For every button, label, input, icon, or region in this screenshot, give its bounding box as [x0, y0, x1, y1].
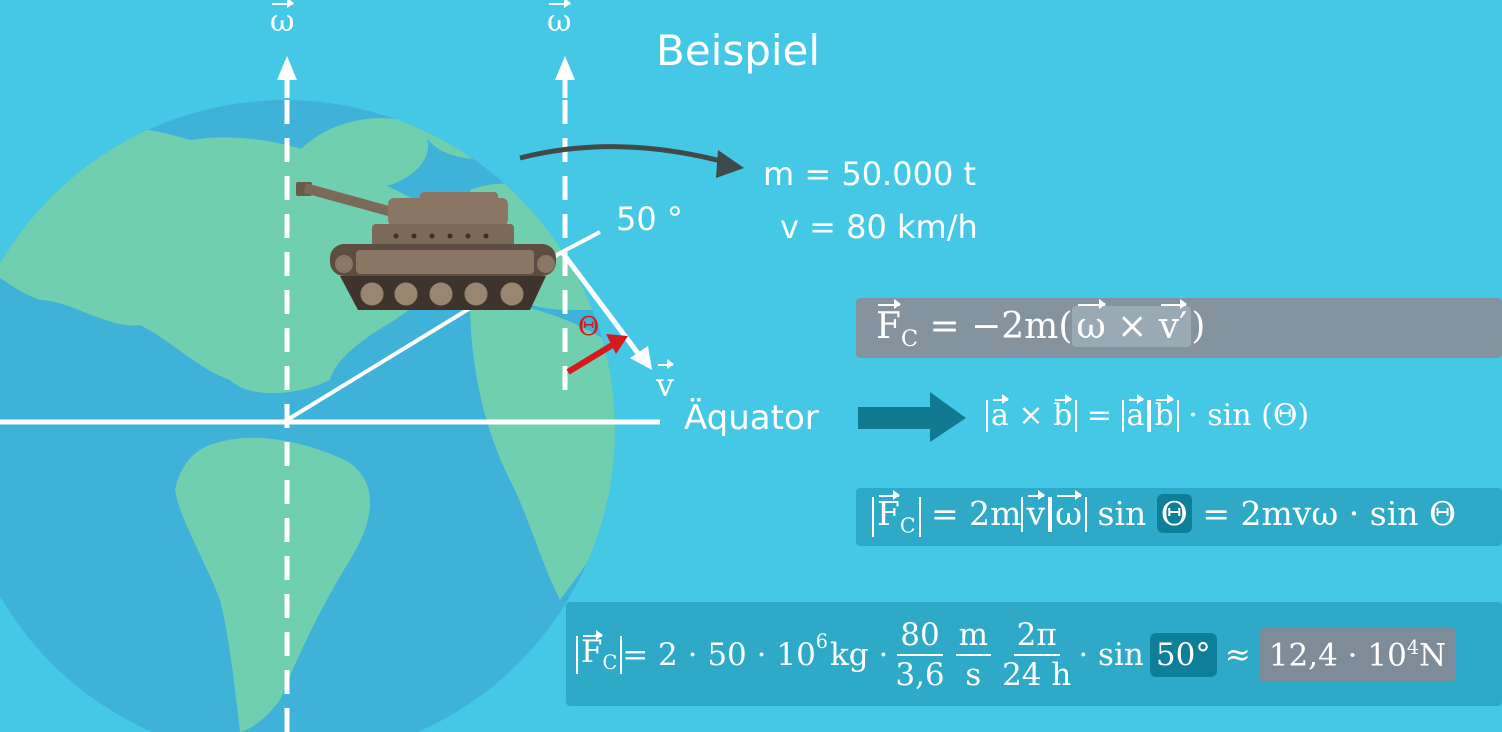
formula1-equals: = −2m(: [918, 306, 1073, 347]
formula1-vprime: v′: [1158, 304, 1188, 347]
formula4-result: 12,4 · 104N: [1258, 628, 1457, 682]
formula4-equals: = 2 · 50 · 10: [622, 637, 816, 673]
formula4-frac3-den: 24 h: [1002, 657, 1072, 693]
curved-arrow-icon: [519, 144, 744, 178]
formula4-frac2-num: m: [955, 618, 992, 656]
formula2-times: ×: [1008, 398, 1054, 433]
formula3-rest: = 2mvω · sin Θ: [1191, 494, 1457, 533]
formula4-approx: ≈: [1224, 637, 1251, 673]
formula3-equals: = 2m: [920, 494, 1022, 533]
rotation-axis-left: [277, 56, 297, 732]
angle-label: 50 °: [616, 200, 683, 238]
formula1-subscript: C: [900, 326, 919, 353]
formula3-force-symbol: F: [877, 494, 900, 533]
formula2-b2: b: [1154, 398, 1174, 433]
formula3-subscript: C: [899, 513, 916, 538]
latitude-radius-extension: [561, 230, 601, 254]
omega-label-right: ω: [547, 2, 572, 39]
formula4-frac3-num: 2π: [1013, 618, 1060, 656]
formula4-result-exponent: 4: [1406, 636, 1420, 660]
formula4-frac1-num: 80: [897, 618, 943, 656]
page-title: Beispiel: [656, 26, 821, 75]
mass-label: m = 50.000 t: [763, 155, 977, 193]
formula3-omega: ω: [1055, 494, 1083, 533]
theta-label: Θ: [578, 312, 600, 342]
formula2-rest: · sin (Θ): [1178, 398, 1310, 433]
formula4-exponent: 6: [815, 630, 829, 653]
formula3-v: v: [1026, 494, 1046, 533]
formula4-force-symbol: F: [581, 634, 603, 671]
formula4-frac2-den: s: [965, 657, 982, 693]
formula4-kg: kg ·: [830, 637, 889, 673]
formula1-omega: ω: [1076, 304, 1106, 347]
formula2-a: a: [991, 398, 1009, 433]
formula3-sin: sin: [1087, 494, 1157, 533]
velocity-label: v = 80 km/h: [780, 208, 978, 246]
formula1-times: ×: [1105, 306, 1159, 347]
formula1-force-symbol: F: [876, 304, 901, 347]
formula1: FC = −2m(ω × v′): [876, 304, 1206, 353]
omega-label-left: ω: [270, 2, 295, 39]
theta-arrow: [566, 334, 628, 375]
implies-arrow-icon: [858, 392, 966, 442]
formula4-result-unit: N: [1419, 637, 1447, 674]
equator-label: Äquator: [684, 398, 819, 438]
formula2-b: b: [1053, 398, 1073, 433]
formula1-close: ): [1191, 306, 1206, 347]
formula4-frac1-den: 3,6: [895, 657, 945, 693]
formula4-sin: · sin: [1078, 637, 1144, 673]
velocity-arrow: [560, 250, 652, 370]
formula4-result-value: 12,4 · 10: [1268, 637, 1407, 674]
formula3-theta: Θ: [1156, 494, 1192, 533]
formula4-angle: 50°: [1149, 633, 1217, 677]
formula4-subscript: C: [602, 651, 618, 675]
tank-icon: [296, 182, 556, 310]
v-label: v: [656, 364, 675, 404]
formula2-equals: =: [1077, 398, 1122, 433]
formula2-a2: a: [1126, 398, 1145, 433]
